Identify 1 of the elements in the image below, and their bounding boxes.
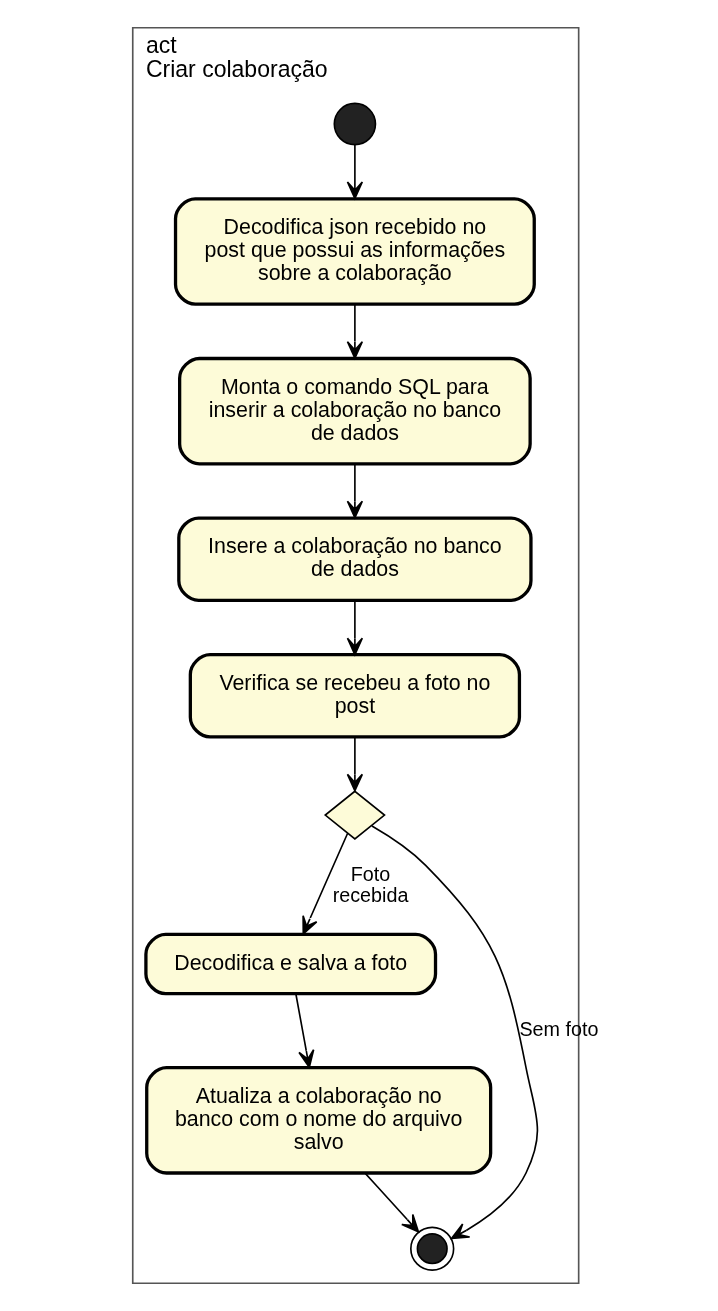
- edge-label: Foto recebida: [332, 863, 409, 907]
